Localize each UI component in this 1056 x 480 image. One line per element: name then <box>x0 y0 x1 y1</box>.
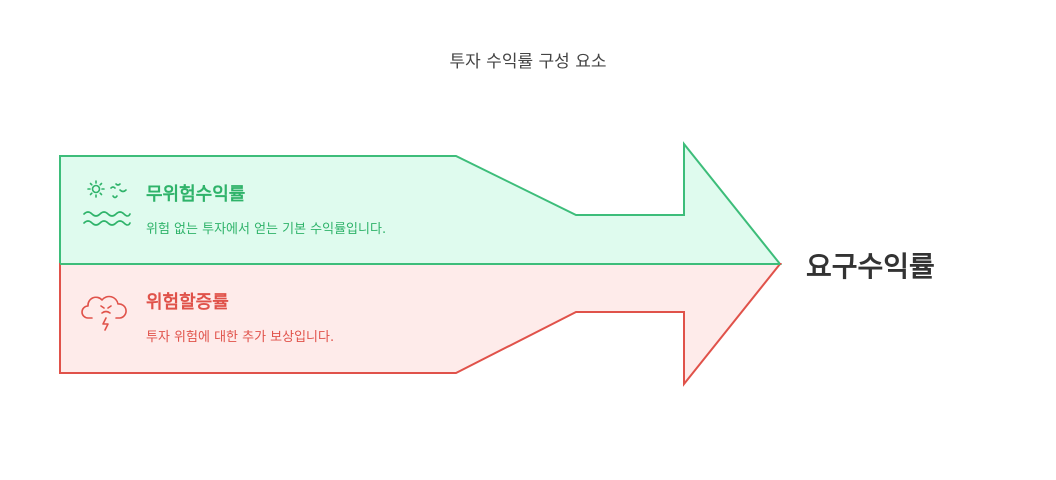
required-return-label: 요구수익률 <box>806 250 935 283</box>
risk-premium-title: 위험할증률 <box>146 292 229 313</box>
diagram-title: 투자 수익률 구성 요소 <box>449 52 607 72</box>
sun-and-waves-icon <box>83 180 131 226</box>
risk-premium-description: 투자 위험에 대한 추가 보상입니다. <box>146 330 335 345</box>
risk-premium-band <box>59 263 783 387</box>
storm-cloud-icon <box>81 295 127 331</box>
risk-free-rate-description: 위험 없는 투자에서 얻는 기본 수익률입니다. <box>146 222 387 237</box>
risk-free-rate-title: 무위험수익률 <box>146 184 246 205</box>
